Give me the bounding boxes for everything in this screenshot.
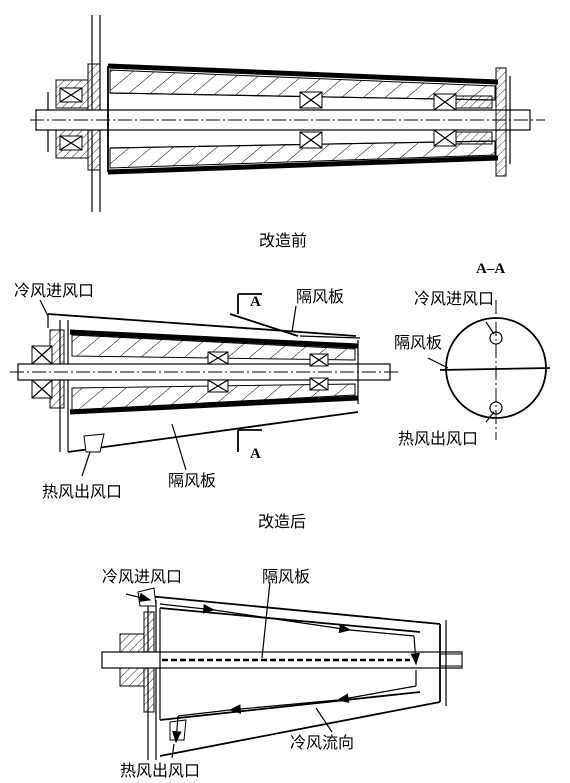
section-title-aa: A–A	[476, 261, 505, 277]
diagram-after: A A 冷风进风口 隔风板 热风出风口 隔风板	[10, 281, 400, 501]
label-aa-baffle: 隔风板	[394, 333, 442, 352]
label-flow-direction: 冷风流向	[290, 733, 354, 752]
caption-before: 改造前	[259, 231, 307, 250]
label-aa-cold-inlet: 冷风进风口	[414, 289, 494, 308]
diagram-before: 改造前	[30, 15, 545, 250]
label-baffle-bottom: 隔风板	[168, 471, 216, 490]
label-flow-cold-inlet: 冷风进风口	[102, 567, 182, 586]
label-hot-outlet: 热风出风口	[42, 482, 122, 501]
section-mark-a-bottom: A	[250, 446, 261, 462]
label-flow-hot-outlet: 热风出风口	[120, 761, 200, 780]
caption-after: 改造后	[258, 512, 306, 531]
label-baffle-top: 隔风板	[296, 287, 344, 306]
label-flow-baffle: 隔风板	[262, 567, 310, 586]
section-aa: A–A 冷风进风口 隔风板 热风出风口	[394, 261, 551, 448]
label-aa-hot-outlet: 热风出风口	[398, 429, 478, 448]
diagram-airflow: 冷风进风口 隔风板 冷风流向 热风出风口	[101, 567, 463, 780]
section-mark-a-top: A	[250, 294, 261, 310]
label-cold-inlet: 冷风进风口	[14, 281, 94, 300]
